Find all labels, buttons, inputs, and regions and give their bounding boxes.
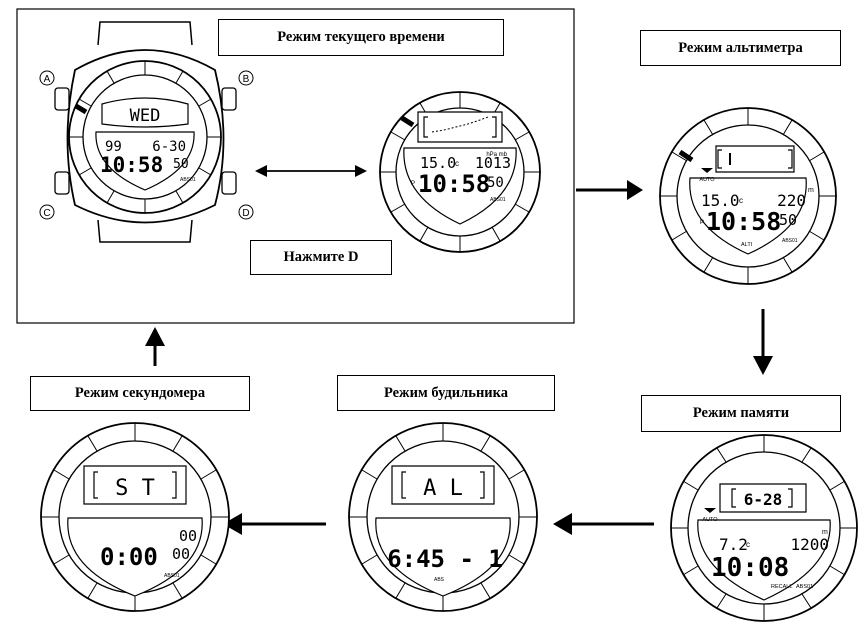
altimeter-face — [659, 107, 837, 285]
mem-model: ABS01 — [796, 584, 813, 590]
watch-year: 99 — [105, 139, 122, 155]
ct-pressure-unit: hPa mb — [486, 152, 507, 158]
mem-date: 6-28 — [744, 490, 783, 509]
button-a-label: A — [44, 74, 51, 85]
watch-button-labels: A B C D — [43, 74, 249, 219]
watch-seconds: 50 — [173, 157, 189, 172]
label-memory-mode: Режим памяти — [641, 395, 841, 432]
label-press-d: Нажмите D — [250, 240, 392, 275]
alarm-time: 6:45 - 1 — [387, 545, 503, 573]
alt-p-mark: P — [700, 220, 704, 226]
mem-temp-unit: c — [746, 540, 750, 549]
alt-time: 10:58 — [706, 207, 781, 236]
alt-auto: AUTO — [699, 177, 715, 183]
alt-temp-unit: c — [739, 196, 743, 205]
alarm-face — [348, 422, 538, 612]
mem-recall: RECALL — [771, 584, 792, 590]
mem-time: 10:08 — [711, 553, 789, 583]
label-stopwatch-mode: Режим секундомера — [30, 376, 250, 411]
button-d-label: D — [242, 208, 249, 219]
mem-alt-unit: m — [822, 529, 828, 536]
current-time-face — [379, 91, 541, 253]
alarm-top: A L — [423, 476, 463, 501]
sw-time: 0:00 — [100, 543, 158, 571]
watch-body — [39, 21, 254, 243]
mem-temp: 7.2 — [719, 535, 748, 554]
ct-pressure: 1013 — [475, 154, 511, 172]
alt-seconds: 50 — [779, 211, 797, 229]
alt-model: ABS01 — [782, 238, 798, 244]
ct-temp: 15.0 — [420, 154, 456, 172]
mem-altitude: 1200 — [790, 535, 829, 554]
sw-model: ABS01 — [164, 573, 180, 579]
memory-face — [670, 434, 858, 622]
ct-temp-unit: c — [455, 159, 459, 168]
ct-p-mark: P — [411, 181, 415, 187]
stopwatch-face — [40, 422, 230, 612]
watch-day: WED — [130, 106, 161, 126]
sw-top: S T — [115, 476, 155, 501]
watch-time: 10:58 — [100, 153, 163, 177]
label-alarm-mode: Режим будильника — [337, 375, 555, 411]
alt-temp: 15.0 — [701, 191, 740, 210]
button-b-label: B — [243, 74, 250, 85]
alt-alt-unit: m — [808, 187, 814, 194]
ct-model: ABS01 — [490, 197, 506, 203]
sw-upper: 00 — [179, 527, 197, 545]
watch-date: 6-30 — [152, 139, 186, 155]
alt-altitude: 220 — [777, 191, 806, 210]
label-current-time-mode: Режим текущего времени — [218, 19, 504, 56]
alt-alti: ALTI — [741, 242, 753, 248]
ct-time: 10:58 — [418, 170, 490, 198]
button-c-label: C — [43, 208, 50, 219]
mem-auto: AUTO — [702, 517, 718, 523]
alarm-model: ABS — [434, 577, 445, 583]
sw-hundredths: 00 — [172, 545, 190, 563]
label-altimeter-mode: Режим альтиметра — [640, 30, 841, 66]
ct-seconds: 50 — [487, 175, 504, 191]
current-time-frame — [16, 8, 575, 324]
watch-model: ABS01 — [180, 177, 196, 183]
